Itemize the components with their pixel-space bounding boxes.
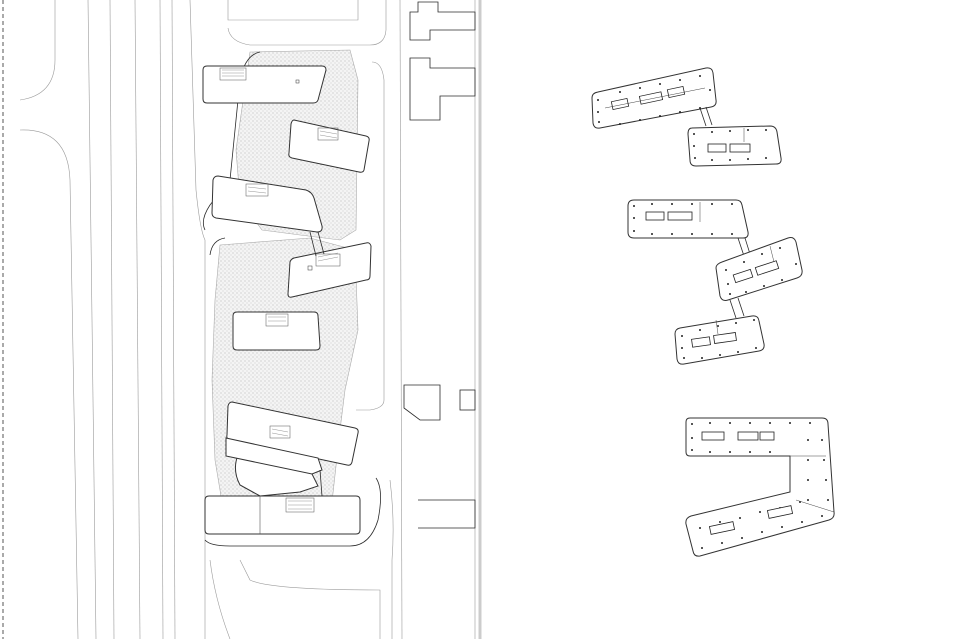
plan-group-b <box>627 199 803 365</box>
plan-b-bridge-1 <box>737 237 751 257</box>
footbridges <box>309 231 325 497</box>
plan-c-wing <box>685 417 835 557</box>
building-wing-5 <box>232 311 321 351</box>
site-plan-panel <box>2 0 476 639</box>
plan-b-wing-2 <box>715 237 803 301</box>
plan-a-wing-1 <box>591 67 717 129</box>
plan-a-wing-2 <box>687 125 782 167</box>
plan-b-bridge-2 <box>729 297 745 319</box>
building-wing-4 <box>287 242 372 298</box>
building-wing-2 <box>288 119 370 173</box>
building-wing-3 <box>211 175 323 233</box>
building-wing-7 <box>204 495 361 535</box>
plan-group-c <box>685 417 835 557</box>
road-lines <box>19 0 476 639</box>
building-wing-1 <box>202 65 327 104</box>
plan-a-bridge <box>699 106 713 127</box>
neighbor-buildings <box>403 1 476 529</box>
plan-b-wing-3 <box>674 315 765 365</box>
floor-plans-panel <box>591 67 835 557</box>
plan-group-a <box>591 67 782 167</box>
building-wing-6 <box>225 401 359 475</box>
plan-b-wing-1 <box>627 199 749 239</box>
site-boundary <box>204 477 381 547</box>
